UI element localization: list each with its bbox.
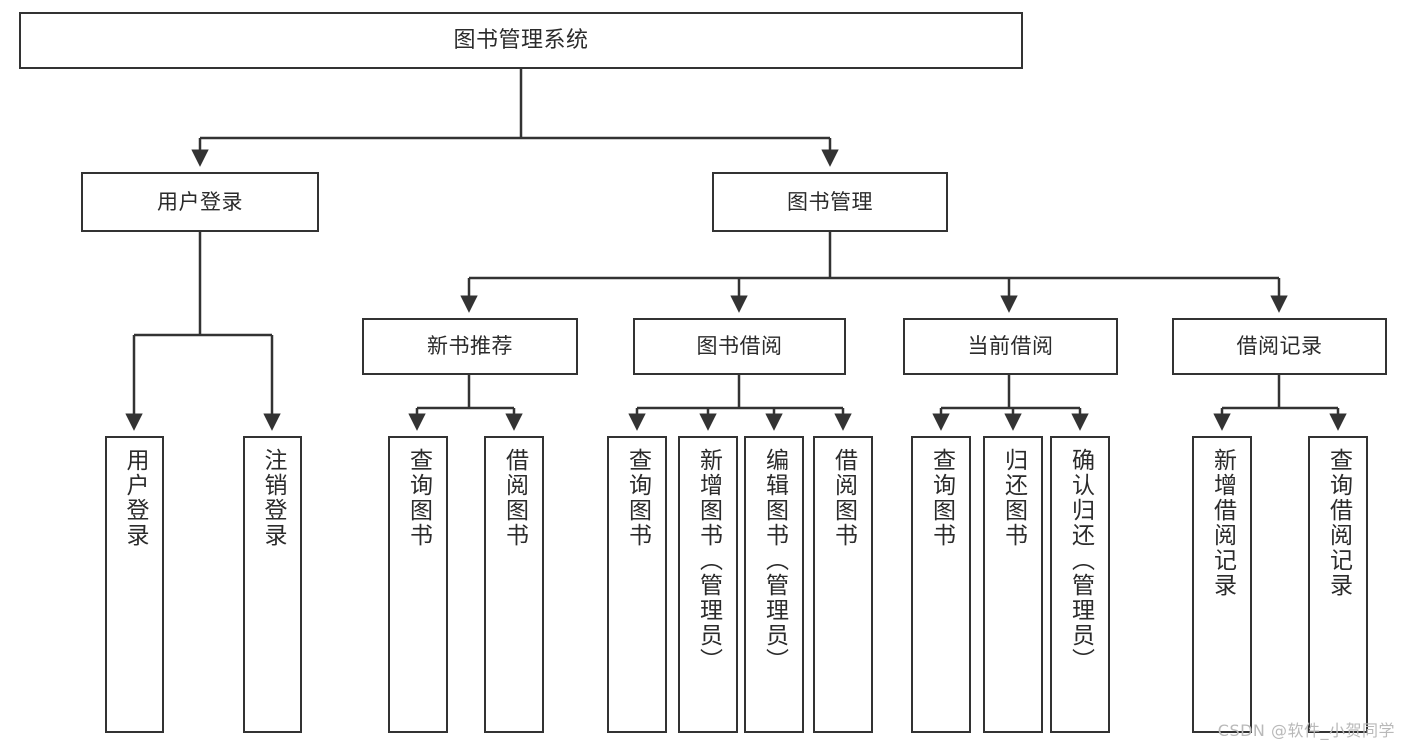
node-leaf-user-login[interactable]: 用户登录: [105, 436, 164, 733]
node-user-login[interactable]: 用户登录: [81, 172, 319, 232]
node-leaf-logout[interactable]: 注销登录: [243, 436, 302, 733]
node-label: 借阅记录: [1236, 334, 1323, 359]
node-borrow-record[interactable]: 借阅记录: [1172, 318, 1387, 375]
node-label: 新增借阅记录: [1209, 448, 1236, 598]
node-current-borrow[interactable]: 当前借阅: [903, 318, 1118, 375]
node-leaf-borrow-book-2[interactable]: 借阅图书: [813, 436, 873, 733]
node-book-management-system[interactable]: 图书管理系统: [19, 12, 1023, 69]
node-label: 新增图书（管理员）: [695, 448, 722, 673]
node-label: 确认归还（管理员）: [1067, 448, 1094, 673]
node-leaf-borrow-book-1[interactable]: 借阅图书: [484, 436, 544, 733]
node-label: 借阅图书: [830, 448, 857, 548]
node-label: 当前借阅: [967, 334, 1054, 359]
node-leaf-query-book-1[interactable]: 查询图书: [388, 436, 448, 733]
node-book-manage[interactable]: 图书管理: [712, 172, 948, 232]
node-leaf-query-record[interactable]: 查询借阅记录: [1308, 436, 1368, 733]
node-leaf-return-book[interactable]: 归还图书: [983, 436, 1043, 733]
node-label: 借阅图书: [501, 448, 528, 548]
node-label: 图书借阅: [696, 334, 783, 359]
node-leaf-add-book[interactable]: 新增图书（管理员）: [678, 436, 738, 733]
node-leaf-edit-book[interactable]: 编辑图书（管理员）: [744, 436, 804, 733]
node-label: 查询图书: [405, 448, 432, 548]
node-label: 用户登录: [157, 189, 243, 214]
node-label: 查询图书: [624, 448, 651, 548]
node-label: 图书管理: [787, 189, 873, 214]
node-leaf-add-record[interactable]: 新增借阅记录: [1192, 436, 1252, 733]
node-label: 查询借阅记录: [1325, 448, 1352, 598]
node-label: 查询图书: [928, 448, 955, 548]
node-label: 归还图书: [1000, 448, 1027, 548]
node-new-book-recommend[interactable]: 新书推荐: [362, 318, 578, 375]
node-label: 新书推荐: [427, 334, 513, 359]
node-leaf-confirm-return[interactable]: 确认归还（管理员）: [1050, 436, 1110, 733]
node-leaf-query-book-2[interactable]: 查询图书: [607, 436, 667, 733]
node-label: 注销登录: [260, 448, 286, 548]
node-label: 用户登录: [122, 448, 148, 548]
node-leaf-query-book-3[interactable]: 查询图书: [911, 436, 971, 733]
node-book-borrow[interactable]: 图书借阅: [633, 318, 846, 375]
node-label: 图书管理系统: [453, 27, 589, 53]
node-label: 编辑图书（管理员）: [761, 448, 788, 673]
